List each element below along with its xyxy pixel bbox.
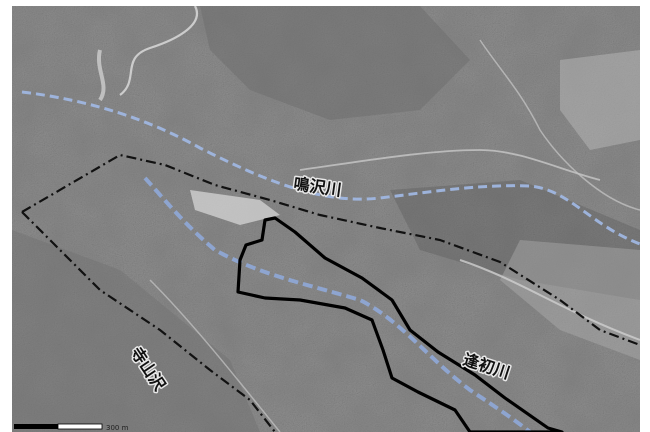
stream-ouhatsu-river <box>143 176 532 432</box>
road-southwest <box>149 279 281 432</box>
forest-area-north <box>200 6 470 120</box>
forest-area-east <box>390 180 640 300</box>
road-northeast <box>479 39 640 211</box>
road-east-main <box>299 149 601 181</box>
field-area-northeast <box>560 50 640 150</box>
road-north-winding <box>119 6 198 96</box>
road-north-hairpin <box>96 49 106 102</box>
aerial-photo <box>12 6 640 432</box>
stream-narusawa-river <box>21 90 640 246</box>
scale-bar-label: 300 m <box>106 424 129 432</box>
landslide-area-outline <box>236 216 564 432</box>
watershed-boundary-north <box>21 153 640 347</box>
watershed-boundary-west <box>21 211 276 432</box>
road-east-lower <box>459 259 640 341</box>
forest-area-southwest <box>12 230 260 432</box>
scale-bar: 300 m <box>14 423 129 432</box>
cleared-area-center <box>190 190 280 225</box>
field-area-east <box>500 240 640 360</box>
